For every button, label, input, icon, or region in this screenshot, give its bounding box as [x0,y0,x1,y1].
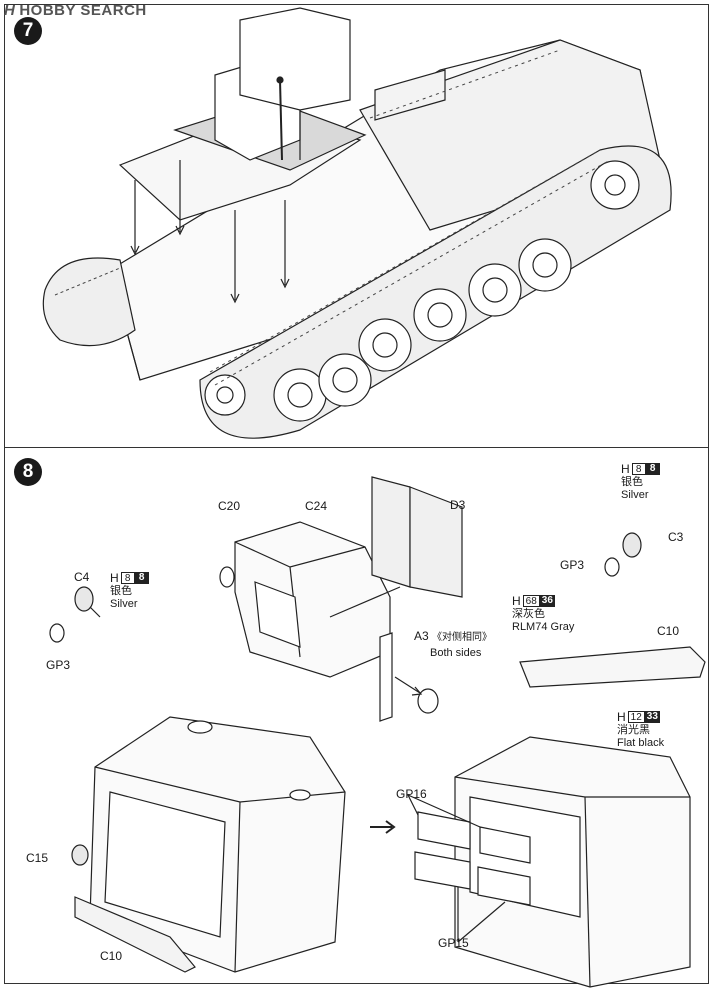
paint-code-2: 33 [644,711,660,723]
a3-code: A3 [414,629,429,643]
part-label-gp15: GP15 [438,936,469,950]
paint-callout-flat-black: H 12 33 消光黑 Flat black [617,710,664,750]
part-label-c24: C24 [305,499,328,513]
step-8-cab-drawing [49,476,706,988]
paint-code-2: 36 [539,595,555,607]
part-label-c20: C20 [218,499,241,513]
part-label-gp3-right: GP3 [560,558,585,572]
page-border [4,4,709,984]
paint-code-1: 68 [522,595,540,607]
part-label-c10-bottom: C10 [100,949,123,963]
paint-name-cn: 银色 [110,585,132,597]
paint-h: H [110,570,119,585]
paint-h: H [617,709,626,724]
part-label-c15: C15 [26,851,49,865]
paint-name-en: RLM74 Gray [512,621,575,633]
paint-name-en: Flat black [617,737,665,749]
part-label-gp16: GP16 [396,787,427,801]
paint-callout-silver-left: H 8 8 银色 Silver [110,571,149,611]
paint-name-en: Silver [621,489,649,501]
a3-note-en: Both sides [430,647,482,659]
paint-callout-gray: H 68 36 深灰色 RLM74 Gray [512,594,574,634]
step-8-badge: 8 [14,458,42,486]
part-label-gp3-left: GP3 [46,658,71,672]
paint-code-1: 12 [627,711,645,723]
paint-code-1: 8 [631,463,646,475]
step-divider [4,447,709,448]
part-label-d3: D3 [450,498,466,512]
paint-name-cn: 深灰色 [512,608,545,620]
paint-name-cn: 消光黑 [617,724,650,736]
part-label-c3: C3 [668,530,684,544]
part-label-c4: C4 [74,570,90,584]
paint-code-1: 8 [120,572,135,584]
a3-note-cn: 《对侧相同》 [432,632,493,643]
step-7-badge: 7 [14,17,42,45]
paint-h: H [512,593,521,608]
watermark-logo: H [4,2,16,19]
paint-h: H [621,461,630,476]
watermark-text: HOBBY SEARCH [19,2,147,19]
paint-code-2: 8 [134,572,149,584]
paint-callout-silver-right: H 8 8 银色 Silver [621,462,660,502]
part-label-c10-right: C10 [657,624,680,638]
paint-name-cn: 银色 [621,476,643,488]
step-7-chassis-drawing [42,7,672,439]
part-label-a3: A3 《对侧相同》 [414,630,492,644]
paint-code-2: 8 [645,463,660,475]
paint-name-en: Silver [110,598,138,610]
